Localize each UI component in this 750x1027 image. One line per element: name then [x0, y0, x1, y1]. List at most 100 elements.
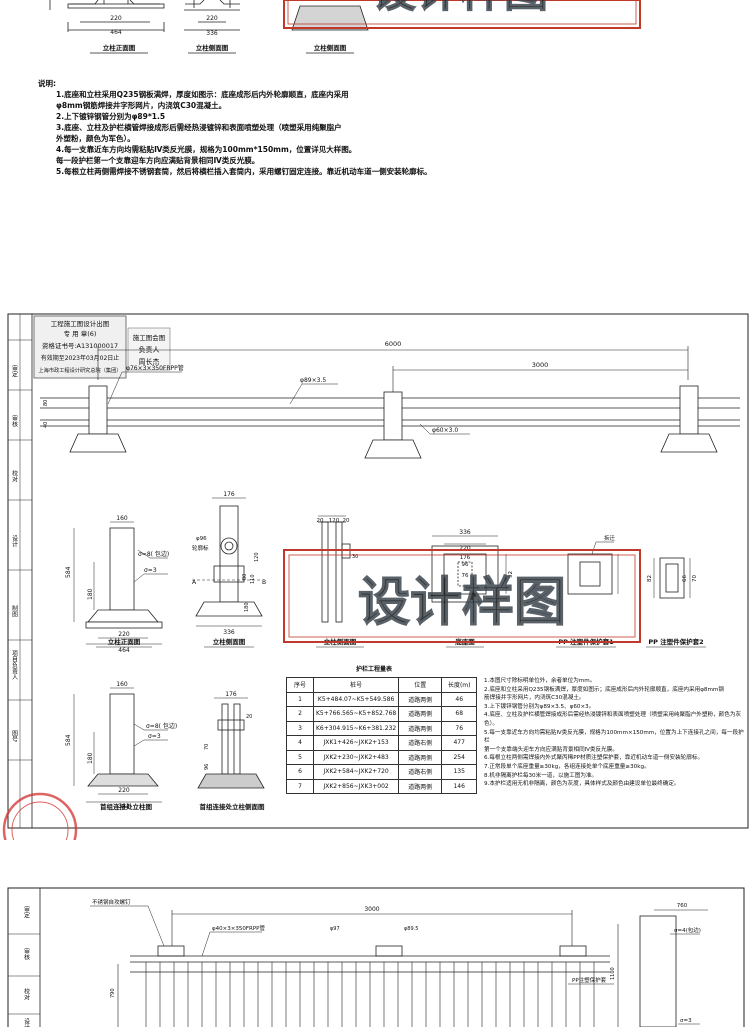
base-dim-220: 220 [459, 545, 471, 552]
sheet-note: 8.机非隔离护栏每30米一道，以施工图为准。 [484, 772, 598, 779]
base-dim-336: 336 [459, 529, 471, 536]
stamp-approval-1: 施工图会图 [133, 333, 166, 342]
sheet-note: 2.底座和立柱采用Q235钢板满焊，厚度如图示；底座成形后内外轮廓顺直，底座内采… [484, 686, 724, 693]
top-note-5: 外塑粉，颜色为军色）。 [56, 134, 135, 143]
joint-sigma8: σ=8( 包边) [146, 722, 177, 730]
base-dim-176: 176 [460, 555, 471, 561]
sheet-note: 6.每根立柱两侧需焊接内外式聚丙稀PP材质注塑保护套，靠近机动车道一侧安装轮廓标… [484, 755, 704, 762]
label-pipe-top: φ89×3.5 [300, 377, 326, 384]
detail-front-column [73, 521, 168, 645]
top-front-column [49, 0, 165, 32]
sheet-note: 4.底座、立柱及护栏横管焊接成形后需经热浸镀锌和表面喷塑处理（喷塑采用纯聚脂户外… [484, 712, 742, 727]
bottom-dim-760: 760 [677, 903, 688, 909]
tb-pm: 项目负责人 [11, 650, 18, 680]
btb-review: 审定 [23, 905, 30, 919]
sec-dim-20: 20 [317, 518, 324, 524]
sheet-notes: 1.本图尺寸除标明单位外，余者单位为mm。 2.底座和立柱采用Q235钢板满焊，… [484, 677, 746, 789]
joint-side-dim-96: 96 [204, 764, 210, 770]
top-note-7: 每一段护栏第一个支靠迎车方向应满贴背景相同Ⅳ类反光膜。 [56, 156, 260, 165]
detail-joint-front [73, 687, 168, 803]
btb-design: 设计 [23, 1017, 30, 1027]
stamp-line-4: 有效期至2023年03月02日止 [41, 354, 120, 362]
side-dim-96: φ96 [196, 536, 207, 542]
sec-dim-20b: 20 [343, 518, 350, 524]
joint-dim-584: 584 [65, 734, 72, 746]
stamp-approval-2: 负责人 [139, 345, 160, 354]
front-sigma8: σ=8( 包边) [138, 550, 169, 558]
tb-check: 审核 [11, 414, 18, 428]
sheet-note: 5.每一支靠近车方向均需粘贴Ⅳ类反光膜，规格为100mm×150mm，位置为上下… [484, 729, 744, 745]
side-dim-120: 120 [254, 552, 260, 562]
sec-dim-120: 120 [329, 518, 340, 524]
side-dim-336: 336 [223, 629, 235, 636]
pp2-dim-66: 66 [682, 575, 688, 582]
tb-number: 图号 [11, 730, 18, 743]
joint-dim-220: 220 [118, 787, 130, 794]
top-note-1: 1.底座和立柱采用Q235钢板满焊，厚度如图示：底座成形后内外轮廓顺直，底座内采… [56, 90, 349, 99]
pp1-note: 拆迁 [604, 534, 616, 542]
table-header: 位置 [398, 677, 443, 693]
joint-side-dim-176: 176 [225, 691, 237, 698]
detail-joint-side [197, 697, 265, 789]
table-title: 护栏工程量表 [355, 666, 392, 673]
label-joint-front: 首组连接处立柱图 [100, 803, 152, 811]
detail-pp-sleeve-1 [567, 541, 619, 595]
top-drawing-fragment: 220 464 立柱正面图 220 336 立柱侧面图 立柱侧面图 设计样图 [49, 0, 641, 54]
sheet-note: 7.正常段单个底座重量≥30kg，各组连接处单个底座重量≥30kg。 [484, 763, 650, 770]
base-dim-92: 92 [508, 571, 514, 578]
joint-dim-160: 160 [116, 681, 128, 688]
label-joint-side: 首组连接处立柱侧面图 [199, 803, 265, 811]
dim-6000: 6000 [385, 340, 402, 348]
front-sigma3: σ=3 [144, 567, 157, 574]
label-pipe-low: φ60×3.0 [432, 427, 458, 434]
design-stamp: 工程施工图设计出图 专 用 章(6) 资格证书号:A131000017 有效期至… [33, 315, 171, 379]
pp2-dim-70: 70 [692, 575, 698, 582]
top-side-column [184, 0, 240, 31]
btb-proof: 校对 [23, 987, 30, 1000]
sheet-note: 筋焊接井字形网片，内浇筑C30混凝土。 [484, 695, 585, 702]
top-dim-220: 220 [110, 15, 122, 22]
top-dim-336: 336 [206, 30, 218, 37]
joint-dim-342: 342 [118, 803, 130, 810]
base-dim-76: 76 [462, 573, 469, 579]
tb-proof: 校对 [11, 469, 18, 482]
front-dim-160: 160 [116, 515, 128, 522]
tb-design: 设计 [11, 534, 18, 548]
table-header-row: 序号 桩号 位置 长度(m) [286, 677, 478, 693]
side-dim-110: 110 [250, 574, 256, 584]
bottom-dim-790: 790 [110, 988, 116, 998]
bottom-sigma3: σ=3 [680, 1018, 692, 1024]
side-A: A [192, 579, 197, 586]
detail-pp-sleeve-2 [653, 557, 691, 599]
sec-dim-30: 30 [352, 554, 358, 560]
side-dim-176: 176 [223, 491, 235, 498]
top-note-3: 2.上下镀锌钢管分别为φ89*1.5 [56, 112, 166, 121]
top-label-side: 立柱侧面图 [196, 43, 229, 52]
main-watermark [283, 549, 641, 643]
elevation-post-mid [364, 391, 422, 459]
joint-dim-180: 180 [87, 752, 94, 764]
table-header: 桩号 [312, 677, 400, 693]
side-dim-180: 180 [244, 602, 250, 612]
detail-base-plan [431, 535, 507, 603]
top-note-4: 3.底座、立柱及护栏横管焊接成形后需经热浸镀锌和表面喷塑处理（喷塑采用纯聚脂户 [56, 123, 342, 132]
top-label-side-alt: 立柱侧面图 [314, 43, 347, 52]
label-front-column: 立柱正面图 [108, 637, 141, 646]
stamp-line-1: 工程施工图设计出图 [51, 319, 110, 328]
joint-side-dim-20: 20 [246, 714, 252, 720]
top-note-2: φ8mm钢筋焊接井字形网片，内浇筑C30混凝土。 [56, 101, 227, 110]
dim-80: 80 [43, 400, 49, 406]
front-dim-220: 220 [118, 631, 130, 638]
top-base-section [291, 5, 369, 31]
top-notes-title: 说明: [38, 79, 56, 88]
base-dim-96: 96 [462, 562, 469, 568]
bottom-bolt: 不锈钢自攻螺钉 [92, 898, 131, 906]
stamp-approval-3: 周长杰 [139, 357, 160, 366]
stamp-line-5: 上海市政工程设计研究总院（集团） [38, 366, 121, 374]
